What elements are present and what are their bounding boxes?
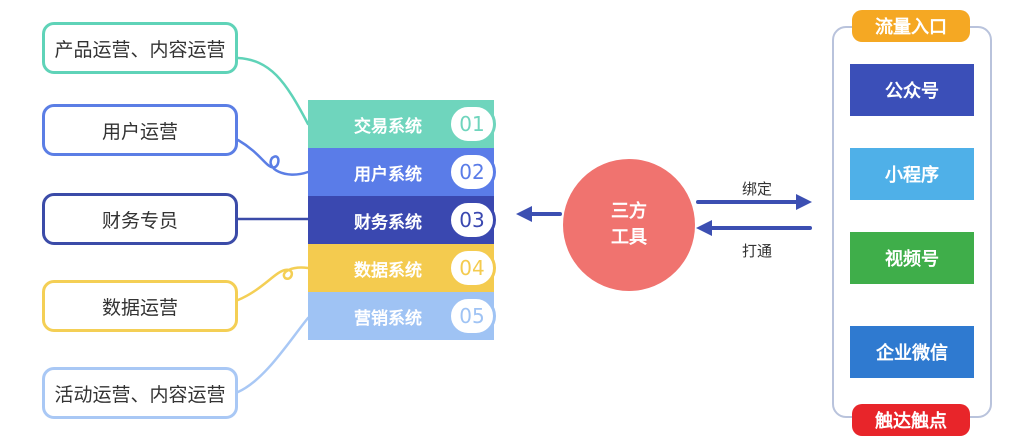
touchpoint-label: 触达触点 — [875, 411, 947, 432]
system-label: 数据系统 — [354, 260, 422, 281]
system-label: 财务系统 — [354, 212, 422, 233]
third-party-tool-circle: 三方 工具 — [563, 159, 695, 291]
role-label: 活动运营、内容运营 — [54, 383, 226, 406]
role-label: 数据运营 — [101, 296, 178, 319]
channel-official-account: 公众号 — [850, 64, 974, 116]
connector-line-2 — [236, 138, 310, 176]
bind-label: 绑定 — [742, 180, 773, 198]
role-box-activity-content: 活动运营、内容运营 — [42, 367, 238, 419]
tool-line-1: 三方 — [611, 201, 647, 222]
channel-label: 视频号 — [885, 249, 939, 270]
role-box-data-ops: 数据运营 — [42, 280, 238, 332]
system-number-text: 01 — [459, 112, 485, 136]
role-box-user-ops: 用户运营 — [42, 104, 238, 156]
system-number-text: 04 — [459, 256, 485, 280]
connect-arrow-head — [696, 220, 712, 236]
channel-label: 公众号 — [885, 81, 939, 102]
role-label: 用户运营 — [101, 120, 178, 143]
traffic-entry-pill: 流量入口 — [852, 10, 970, 42]
system-number-text: 03 — [459, 208, 485, 232]
channel-video-account: 视频号 — [850, 232, 974, 284]
system-label: 营销系统 — [354, 308, 422, 329]
channel-label: 小程序 — [885, 165, 939, 186]
channel-mini-program: 小程序 — [850, 148, 974, 200]
system-number-03: 03 — [448, 200, 496, 240]
system-label: 交易系统 — [354, 116, 422, 137]
system-number-text: 02 — [459, 160, 485, 184]
role-box-finance: 财务专员 — [42, 193, 238, 245]
channel-wecom: 企业微信 — [850, 326, 974, 378]
system-number-02: 02 — [448, 152, 496, 192]
system-number-01: 01 — [448, 104, 496, 144]
bind-arrow-head — [796, 194, 812, 210]
traffic-entry-label: 流量入口 — [875, 17, 947, 38]
role-box-product-content: 产品运营、内容运营 — [42, 22, 238, 74]
system-number-05: 05 — [448, 296, 496, 336]
system-label: 用户系统 — [354, 164, 422, 185]
role-label: 财务专员 — [101, 209, 178, 232]
system-number-text: 05 — [459, 304, 485, 328]
tool-line-2: 工具 — [611, 227, 647, 248]
connect-label: 打通 — [742, 242, 773, 260]
connector-line-5 — [236, 316, 310, 394]
touchpoint-pill: 触达触点 — [852, 404, 970, 436]
arrow-to-systems-head — [516, 206, 532, 222]
channel-label: 企业微信 — [876, 343, 948, 364]
system-number-04: 04 — [448, 248, 496, 288]
connector-line-4 — [236, 266, 310, 302]
connector-line-1 — [236, 56, 310, 126]
role-label: 产品运营、内容运营 — [54, 38, 226, 61]
